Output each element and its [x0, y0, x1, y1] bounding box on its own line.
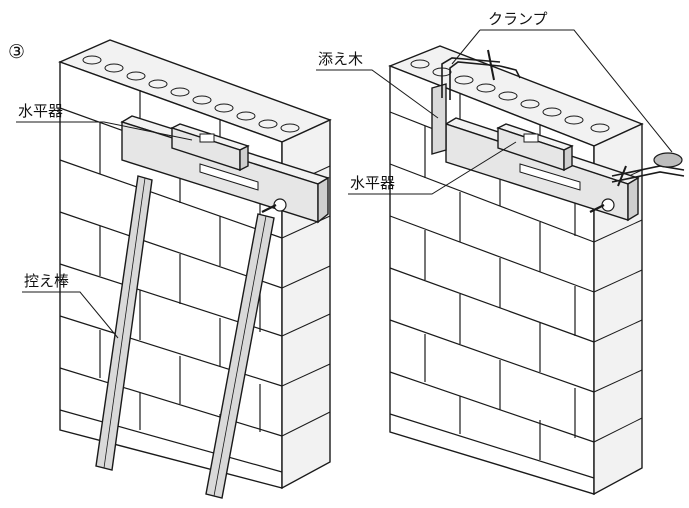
label-right-level: 水平器	[350, 174, 395, 192]
left-brace-1	[95, 175, 153, 471]
leader-left-level	[16, 121, 193, 141]
label-right-clamp: クランプ	[488, 10, 548, 28]
leader-lines	[16, 29, 673, 339]
left-braces	[95, 175, 275, 499]
label-left-brace: 控え棒	[24, 272, 69, 290]
left-wall	[58, 39, 332, 490]
right-beam	[444, 117, 640, 222]
right-clamp	[441, 49, 685, 187]
label-right-batten: 添え木	[318, 50, 363, 68]
step-number: ③	[8, 41, 25, 63]
leader-left-brace	[22, 291, 119, 339]
left-level-tool	[170, 123, 250, 172]
leader-right-batten	[316, 69, 439, 119]
right-level-tool	[496, 123, 574, 172]
leader-right-clamp-2	[451, 29, 481, 65]
leader-right-level	[348, 141, 517, 195]
label-left-level: 水平器	[18, 102, 63, 120]
right-batten	[431, 83, 447, 155]
right-wall	[388, 45, 644, 496]
left-wall-top-holes	[82, 55, 300, 133]
leader-right-clamp	[480, 29, 673, 153]
